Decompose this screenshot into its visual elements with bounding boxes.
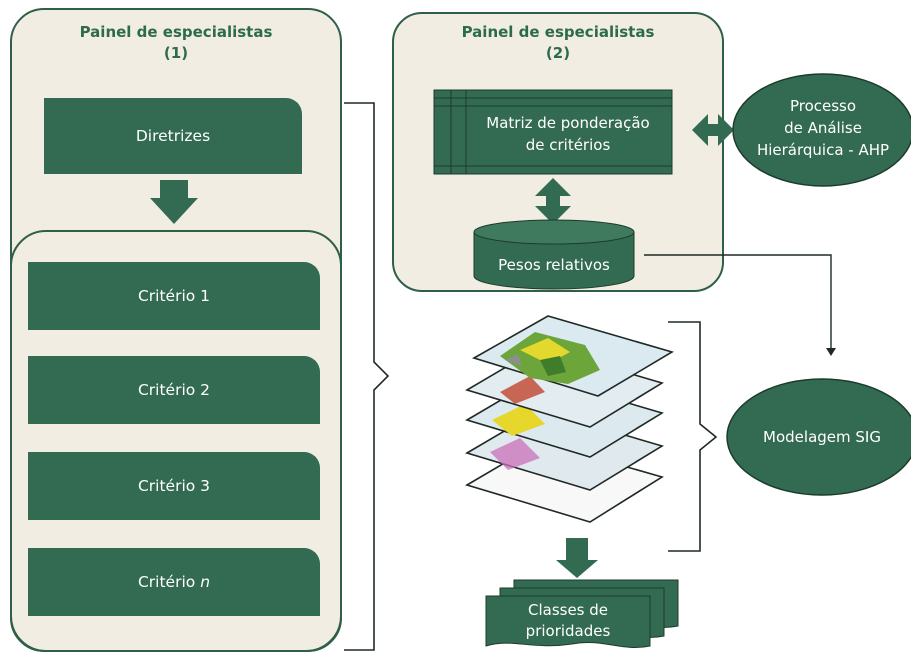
panel-2-title: Painel de especialistas (2) (392, 22, 724, 64)
matrix-label-line2: de critérios (525, 136, 611, 154)
criterion-3-label: Critério 3 (137, 476, 211, 495)
criterion-n-label: Critério n (138, 571, 210, 594)
horizontal-double-arrow-icon (692, 114, 734, 146)
criterion-2-box: Critério 2 (28, 356, 320, 424)
criterion-1-label: Critério 1 (137, 286, 211, 305)
matrix-table-icon (433, 89, 673, 175)
guidelines-box: Diretrizes (44, 98, 302, 174)
ahp-label-line2: de Análise (784, 119, 862, 137)
output-label-line2: prioridades (525, 622, 611, 640)
gis-ellipse (726, 378, 911, 496)
map-layers-stack-icon (465, 315, 674, 523)
brace-left-group (344, 102, 390, 651)
connector-weights-to-gis (644, 254, 832, 348)
vertical-double-arrow-icon (535, 178, 571, 224)
matrix-label: Matriz de ponderação de critérios (468, 112, 668, 156)
output-label-line1: Classes de (527, 601, 609, 619)
criterion-1-box: Critério 1 (28, 262, 320, 330)
criterion-3-box: Critério 3 (28, 452, 320, 520)
ahp-label-line3: Hierárquica - AHP (756, 141, 890, 159)
output-label: Classes de prioridades (486, 600, 650, 642)
ahp-label: Processo de Análise Hierárquica - AHP (733, 95, 911, 161)
weights-label: Pesos relativos (498, 256, 610, 274)
panel-1-title: Painel de especialistas (1) (10, 22, 342, 64)
gis-label: Modelagem SIG (763, 428, 881, 446)
down-arrow-output-icon (556, 538, 598, 578)
down-arrow-icon (150, 180, 198, 224)
connector-arrowhead-icon (826, 348, 836, 356)
panel-1-title-line2: (1) (163, 44, 189, 62)
matrix-label-line1: Matriz de ponderação (486, 114, 650, 132)
panel-2-title-line2: (2) (545, 44, 571, 62)
ahp-label-line1: Processo (789, 97, 857, 115)
database-cylinder-icon (473, 219, 635, 290)
panel-2-title-line1: Painel de especialistas (461, 23, 655, 41)
output-documents-icon (485, 579, 679, 649)
brace-map-stack (668, 321, 718, 552)
criterion-n-box: Critério n (28, 548, 320, 616)
criterion-2-label: Critério 2 (137, 380, 211, 399)
criterion-n-variable: n (200, 572, 211, 591)
criterion-n-prefix: Critério (137, 572, 196, 591)
ahp-ellipse (732, 73, 911, 187)
panel-1-title-line1: Painel de especialistas (79, 23, 273, 41)
guidelines-label: Diretrizes (135, 126, 211, 145)
